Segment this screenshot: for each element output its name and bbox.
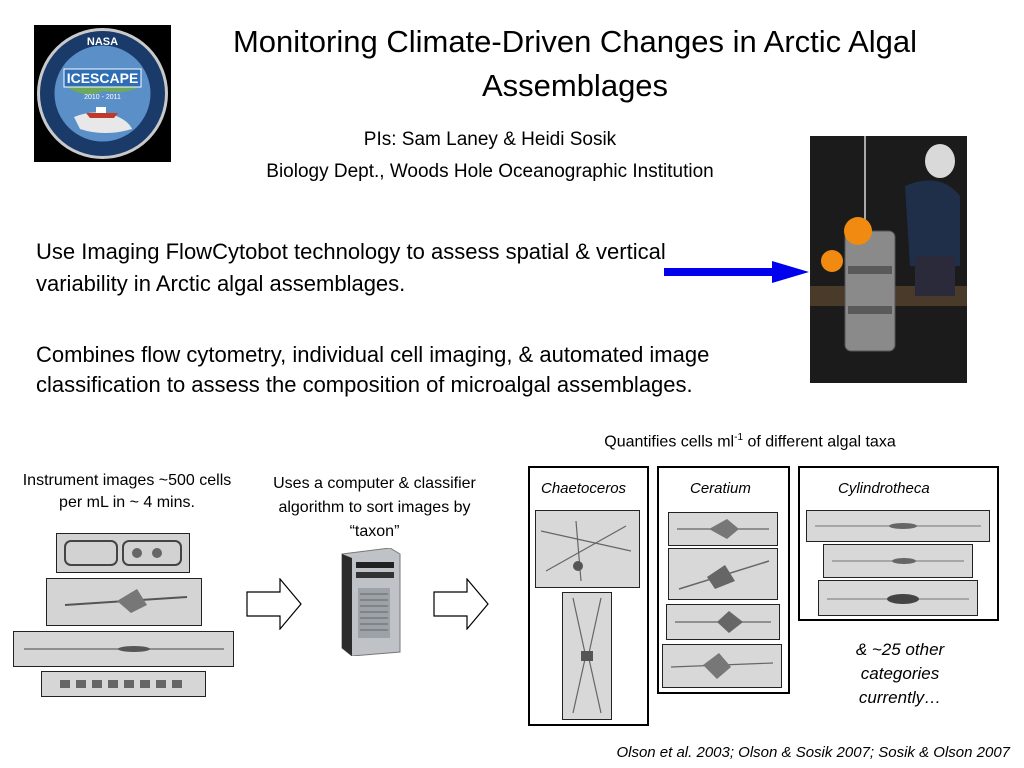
cell-image xyxy=(668,512,778,546)
cell-image xyxy=(666,604,780,640)
right-arrow-icon xyxy=(433,577,489,631)
cell-image xyxy=(56,533,190,573)
cell-image xyxy=(46,578,202,626)
cell-image xyxy=(562,592,612,720)
institution: Biology Dept., Woods Hole Oceanographic … xyxy=(266,161,714,182)
taxon-label-cylindrotheca: Cylindrotheca xyxy=(838,480,930,497)
right-arrow-icon xyxy=(246,577,302,631)
cell-image xyxy=(818,580,978,616)
instrument-photo xyxy=(810,136,967,383)
cell-image xyxy=(823,544,973,578)
quantifies-caption: Quantifies cells ml-1 of different algal… xyxy=(604,432,896,451)
paragraph-technology: Use Imaging FlowCytobot technology to as… xyxy=(36,239,666,296)
cell-image xyxy=(13,631,234,667)
other-categories-note: & ~25 other categories currently… xyxy=(855,640,945,707)
principal-investigators: PIs: Sam Laney & Heidi Sosik xyxy=(363,129,617,150)
computer-icon xyxy=(334,547,402,657)
instrument-caption: Instrument images ~500 cells per mL in ~… xyxy=(22,472,232,511)
taxon-label-ceratium: Ceratium xyxy=(690,480,751,497)
classifier-caption: Uses a computer & classifier algorithm t… xyxy=(273,475,476,540)
blue-arrow-icon xyxy=(664,261,809,283)
cell-image xyxy=(668,548,778,600)
citation: Olson et al. 2003; Olson & Sosik 2007; S… xyxy=(616,744,1010,761)
cell-image xyxy=(662,644,782,688)
paragraph-method: Combines flow cytometry, individual cell… xyxy=(36,342,710,397)
page-title: Monitoring Climate-Driven Changes in Arc… xyxy=(232,24,917,103)
cell-image xyxy=(806,510,990,542)
icescape-logo: NASA ICESCAPE 2010 - 2011 xyxy=(34,25,171,162)
cell-image xyxy=(535,510,640,588)
svg-text:NASA: NASA xyxy=(87,36,118,48)
taxon-label-chaetoceros: Chaetoceros xyxy=(541,480,627,497)
svg-text:2010 - 2011: 2010 - 2011 xyxy=(84,94,121,101)
svg-text:ICESCAPE: ICESCAPE xyxy=(67,70,139,86)
cell-image xyxy=(41,671,206,697)
